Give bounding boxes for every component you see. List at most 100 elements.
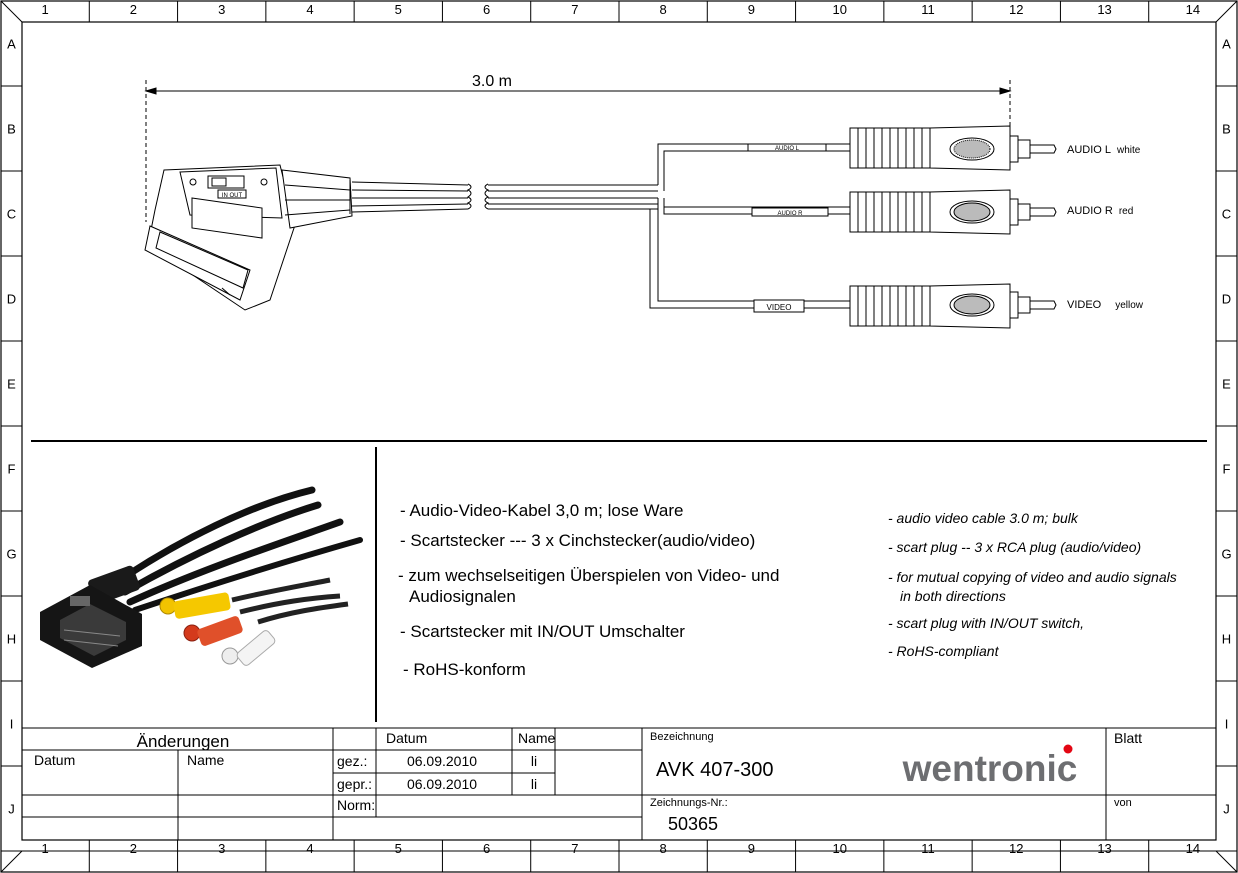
checked-label: gepr.:: [337, 776, 372, 792]
desc-en-4: in both directions: [900, 588, 1006, 604]
desc-en-6: - RoHS-compliant: [888, 643, 1000, 659]
row-label-F: F: [1223, 462, 1231, 477]
column-label-3: 3: [218, 2, 225, 17]
column-label-2: 2: [130, 841, 137, 856]
desc-en-1: - audio video cable 3.0 m; bulk: [888, 510, 1079, 526]
col-name-label: Name: [518, 730, 556, 746]
row-label-F: F: [8, 462, 16, 477]
column-label-5: 5: [395, 2, 402, 17]
row-label-G: G: [6, 547, 16, 562]
column-label-4: 4: [306, 841, 313, 856]
dimension-arrow-right: [999, 87, 1012, 95]
cable-drawing: [144, 80, 1057, 329]
description-german: - Audio-Video-Kabel 3,0 m; lose Ware - S…: [398, 501, 779, 679]
column-label-12: 12: [1009, 2, 1023, 17]
column-label-1: 1: [42, 2, 49, 17]
rca-plug-video: [849, 283, 1057, 329]
column-label-9: 9: [748, 2, 755, 17]
changes-header: Änderungen: [137, 732, 230, 751]
desc-en-2: - scart plug -- 3 x RCA plug (audio/vide…: [888, 539, 1141, 555]
row-label-J: J: [1223, 802, 1230, 817]
rca-plug-audio-l: [849, 125, 1057, 171]
column-label-5: 5: [395, 841, 402, 856]
desc-de-1: - Audio-Video-Kabel 3,0 m; lose Ware: [400, 501, 683, 520]
column-label-6: 6: [483, 2, 490, 17]
sleeve-label-audio-r: AUDIO R: [777, 211, 803, 217]
row-label-A: A: [7, 37, 16, 52]
row-label-G: G: [1221, 547, 1231, 562]
column-label-1: 1: [42, 841, 49, 856]
sleeve-label-video: VIDEO: [767, 303, 792, 312]
column-label-14: 14: [1186, 2, 1200, 17]
column-label-6: 6: [483, 841, 490, 856]
row-label-J: J: [8, 802, 15, 817]
column-label-7: 7: [571, 841, 578, 856]
row-label-E: E: [7, 377, 16, 392]
changes-date-label: Datum: [34, 752, 75, 768]
column-label-8: 8: [660, 2, 667, 17]
row-label-I: I: [1225, 717, 1229, 732]
description-english: - audio video cable 3.0 m; bulk - scart …: [888, 510, 1177, 659]
column-label-7: 7: [571, 2, 578, 17]
desc-de-2: - Scartstecker --- 3 x Cinchstecker(audi…: [400, 531, 755, 550]
scart-plug: [144, 164, 353, 311]
designation-label: Bezeichnung: [650, 731, 714, 743]
drawn-date: 06.09.2010: [407, 753, 477, 769]
column-label-4: 4: [306, 2, 313, 17]
row-label-C: C: [7, 207, 16, 222]
checked-date: 06.09.2010: [407, 776, 477, 792]
col-date-label: Datum: [386, 730, 427, 746]
logo-dot: [1063, 744, 1073, 754]
row-label-H: H: [7, 632, 16, 647]
desc-de-3: - zum wechselseitigen Überspielen von Vi…: [398, 566, 779, 585]
row-label-I: I: [10, 717, 14, 732]
switch-label: IN OUT: [222, 193, 243, 199]
column-label-2: 2: [130, 2, 137, 17]
title-block: [22, 727, 1216, 840]
row-label-H: H: [1222, 632, 1231, 647]
rca-plug-audio-r: [849, 189, 1057, 235]
column-label-11: 11: [921, 841, 935, 856]
desc-en-5: - scart plug with IN/OUT switch,: [888, 615, 1084, 631]
norm-label: Norm:: [337, 797, 375, 813]
row-label-B: B: [7, 122, 16, 137]
row-label-B: B: [1222, 122, 1231, 137]
wentronic-logo: wentronic: [902, 748, 1078, 789]
column-label-3: 3: [218, 841, 225, 856]
row-label-D: D: [7, 292, 16, 307]
length-label: 3.0 m: [472, 73, 512, 90]
designation-value: AVK 407-300: [656, 759, 774, 781]
checked-name: li: [531, 776, 537, 792]
column-label-10: 10: [832, 841, 846, 856]
desc-de-6: - RoHS-konform: [403, 660, 526, 679]
drawn-label: gez.:: [337, 753, 367, 769]
sleeve-label-audio-l: AUDIO L: [775, 146, 800, 152]
of-label: von: [1114, 797, 1132, 809]
column-label-10: 10: [832, 2, 846, 17]
row-label-C: C: [1222, 207, 1231, 222]
dimension-arrow-left: [144, 87, 157, 95]
row-label-A: A: [1222, 37, 1231, 52]
product-photo: [40, 486, 363, 668]
row-label-D: D: [1222, 292, 1231, 307]
column-label-9: 9: [748, 841, 755, 856]
column-label-13: 13: [1097, 2, 1111, 17]
changes-name-label: Name: [187, 752, 225, 768]
drawn-name: li: [531, 753, 537, 769]
sheet-label: Blatt: [1114, 730, 1142, 746]
column-label-12: 12: [1009, 841, 1023, 856]
column-label-11: 11: [921, 2, 935, 17]
desc-de-4: Audiosignalen: [409, 587, 516, 606]
desc-en-3: - for mutual copying of video and audio …: [888, 569, 1177, 585]
row-label-E: E: [1222, 377, 1231, 392]
column-label-14: 14: [1186, 841, 1200, 856]
column-label-8: 8: [660, 841, 667, 856]
drawing-no-label: Zeichnungs-Nr.:: [650, 797, 728, 809]
drawing-no-value: 50365: [668, 814, 718, 834]
column-label-13: 13: [1097, 841, 1111, 856]
